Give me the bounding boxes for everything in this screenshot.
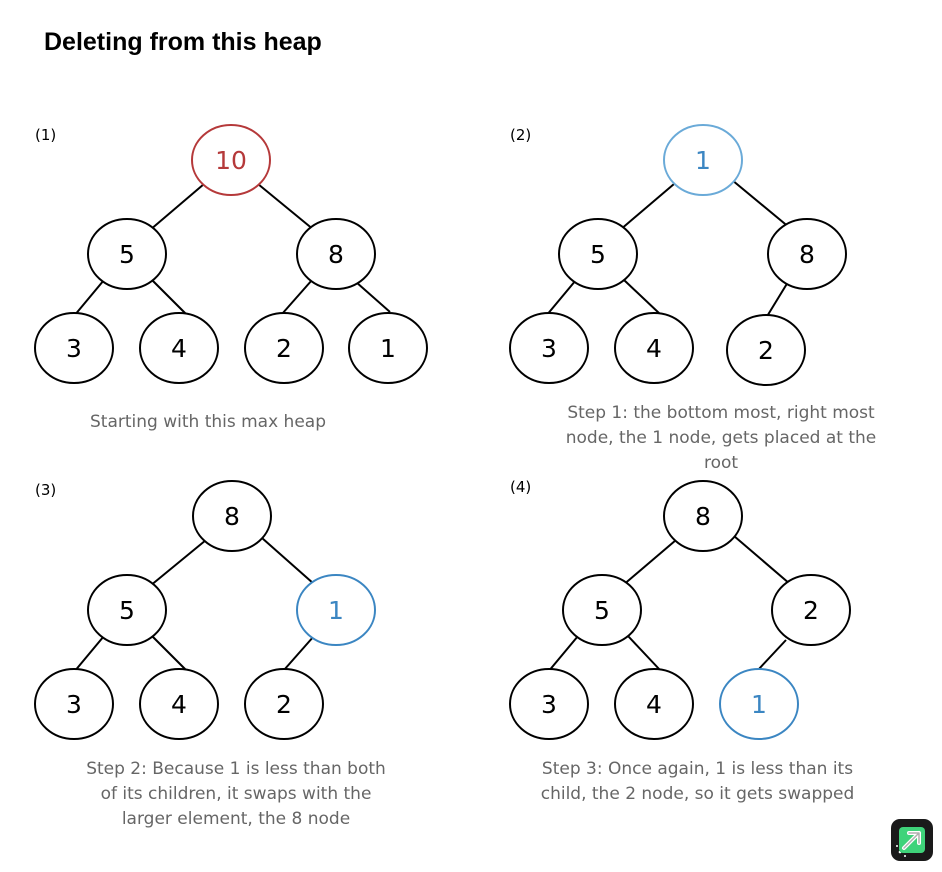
tree-node: 3 bbox=[509, 312, 589, 384]
panel-caption: Starting with this max heap bbox=[90, 412, 326, 432]
node-value: 2 bbox=[276, 690, 292, 719]
edge-p1-10-8 bbox=[257, 183, 315, 231]
edge-p1-8-1 bbox=[355, 281, 391, 313]
tree-node: 2 bbox=[726, 314, 806, 386]
node-value: 1 bbox=[695, 146, 711, 175]
node-value: 5 bbox=[594, 596, 610, 625]
tree-node: 8 bbox=[767, 218, 847, 290]
node-value: 4 bbox=[171, 690, 187, 719]
tree-node: 4 bbox=[139, 668, 219, 740]
edge-p4-8-5 bbox=[621, 539, 677, 587]
panel-caption: Step 1: the bottom most, right most node… bbox=[565, 403, 877, 473]
edge-p2-5-4 bbox=[623, 279, 661, 315]
edge-p2-1-5 bbox=[619, 183, 675, 231]
node-value: 5 bbox=[590, 240, 606, 269]
panel-label: (1) bbox=[35, 126, 57, 144]
node-value: 5 bbox=[119, 596, 135, 625]
edge-p4-8-2 bbox=[733, 535, 791, 585]
brand-logo[interactable] bbox=[891, 819, 933, 861]
tree-node: 1 bbox=[719, 668, 799, 740]
tree-node: 1 bbox=[663, 124, 743, 196]
tree-node: 3 bbox=[34, 668, 114, 740]
edge-p3-8-5 bbox=[149, 539, 207, 587]
tree-node: 5 bbox=[562, 574, 642, 646]
node-value: 1 bbox=[380, 334, 396, 363]
node-value: 8 bbox=[328, 240, 344, 269]
tree-node: 4 bbox=[139, 312, 219, 384]
node-value: 10 bbox=[215, 146, 247, 175]
node-value: 8 bbox=[224, 502, 240, 531]
node-value: 4 bbox=[646, 690, 662, 719]
tree-node: 3 bbox=[509, 668, 589, 740]
edge-p1-8-2 bbox=[281, 279, 313, 315]
node-value: 3 bbox=[541, 334, 557, 363]
node-value: 8 bbox=[695, 502, 711, 531]
tree-node: 5 bbox=[87, 574, 167, 646]
panel-label: (4) bbox=[510, 478, 532, 496]
tree-node: 8 bbox=[663, 480, 743, 552]
node-value: 3 bbox=[66, 690, 82, 719]
tree-node: 5 bbox=[558, 218, 638, 290]
tree-node: 5 bbox=[87, 218, 167, 290]
node-value: 3 bbox=[541, 690, 557, 719]
edge-p2-8-2 bbox=[765, 281, 789, 319]
edge-p1-5-3 bbox=[73, 279, 105, 317]
tree-node: 2 bbox=[771, 574, 851, 646]
node-value: 4 bbox=[646, 334, 662, 363]
tree-node: 8 bbox=[192, 480, 272, 552]
node-value: 2 bbox=[758, 336, 774, 365]
tree-node: 1 bbox=[348, 312, 428, 384]
edge-p3-1-2 bbox=[283, 635, 315, 671]
arrow-up-right-icon bbox=[896, 827, 925, 857]
tree-node: 2 bbox=[244, 668, 324, 740]
edge-p2-5-3 bbox=[545, 279, 577, 317]
node-value: 5 bbox=[119, 240, 135, 269]
page-title: Deleting from this heap bbox=[44, 28, 322, 56]
edge-p4-5-3 bbox=[547, 635, 579, 673]
edge-p3-5-4 bbox=[151, 635, 187, 671]
tree-node: 3 bbox=[34, 312, 114, 384]
panel-label: (3) bbox=[35, 481, 57, 499]
node-value: 4 bbox=[171, 334, 187, 363]
panel-label: (2) bbox=[510, 126, 532, 144]
edge-p1-10-5 bbox=[149, 183, 205, 231]
tree-node: 8 bbox=[296, 218, 376, 290]
edge-p1-5-4 bbox=[151, 279, 187, 315]
edge-p4-2-1 bbox=[757, 639, 787, 671]
node-value: 3 bbox=[66, 334, 82, 363]
edge-p2-1-8 bbox=[731, 179, 791, 229]
tree-node: 2 bbox=[244, 312, 324, 384]
node-value: 2 bbox=[803, 596, 819, 625]
node-value: 1 bbox=[328, 596, 344, 625]
tree-node: 4 bbox=[614, 668, 694, 740]
node-value: 2 bbox=[276, 334, 292, 363]
node-value: 8 bbox=[799, 240, 815, 269]
edge-p3-5-3 bbox=[73, 635, 105, 673]
panel-caption: Step 2: Because 1 is less than both of i… bbox=[86, 759, 386, 829]
edge-p3-8-1 bbox=[261, 537, 315, 585]
tree-node: 1 bbox=[296, 574, 376, 646]
edge-p4-5-4 bbox=[627, 635, 661, 671]
panel-caption: Step 3: Once again, 1 is less than its c… bbox=[540, 759, 855, 804]
tree-node: 10 bbox=[191, 124, 271, 196]
tree-node: 4 bbox=[614, 312, 694, 384]
node-value: 1 bbox=[751, 690, 767, 719]
